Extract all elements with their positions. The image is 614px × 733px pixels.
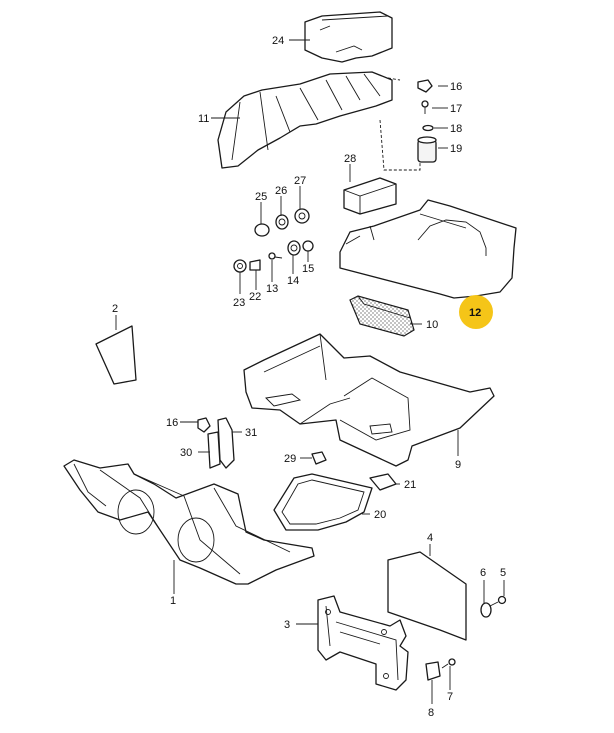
part-29-clip bbox=[311, 451, 327, 465]
part-13-screw bbox=[268, 252, 283, 260]
part-19-rubber-buffer bbox=[417, 136, 437, 163]
part-5-screw bbox=[489, 595, 507, 607]
part-10-perforated-tray bbox=[349, 295, 415, 337]
part-14-plug bbox=[287, 240, 301, 256]
part-17-screw bbox=[421, 100, 429, 114]
callout-7[interactable]: 7 bbox=[447, 691, 453, 703]
part-24-upper-trim-panel bbox=[304, 11, 393, 63]
callout-13[interactable]: 13 bbox=[266, 283, 278, 295]
part-28-cushion bbox=[343, 177, 397, 215]
callout-17[interactable]: 17 bbox=[450, 103, 462, 115]
callout-10[interactable]: 10 bbox=[426, 319, 438, 331]
callout-labels: 24 11 16 17 18 19 28 25 26 27 23 22 13 1… bbox=[112, 35, 506, 719]
part-30-bracket bbox=[207, 431, 221, 469]
callout-15[interactable]: 15 bbox=[302, 263, 314, 275]
callout-6[interactable]: 6 bbox=[480, 567, 486, 579]
part-20-floor-mat bbox=[273, 473, 373, 531]
part-4-panel-board bbox=[387, 551, 467, 641]
part-3-mounting-frame bbox=[317, 595, 409, 691]
callout-29[interactable]: 29 bbox=[284, 453, 296, 465]
part-25-grommet bbox=[254, 223, 270, 237]
highlight-marker bbox=[459, 295, 493, 329]
part-8-clip bbox=[425, 661, 441, 681]
part-21-clip bbox=[369, 473, 397, 491]
callout-11[interactable]: 11 bbox=[198, 113, 209, 125]
part-7-screw bbox=[441, 658, 456, 669]
callout-28[interactable]: 28 bbox=[344, 153, 356, 165]
part-6-grommet bbox=[480, 602, 492, 618]
callout-31[interactable]: 31 bbox=[245, 427, 257, 439]
callout-24[interactable]: 24 bbox=[272, 35, 284, 47]
part-27-plug bbox=[294, 208, 310, 224]
callout-8[interactable]: 8 bbox=[428, 707, 434, 719]
part-16-clip-lower bbox=[197, 417, 211, 433]
part-16-clip-top bbox=[417, 79, 433, 93]
callout-1[interactable]: 1 bbox=[170, 595, 176, 607]
callout-21[interactable]: 21 bbox=[404, 479, 416, 491]
callout-26[interactable]: 26 bbox=[275, 185, 287, 197]
callout-23[interactable]: 23 bbox=[233, 297, 245, 309]
callout-5[interactable]: 5 bbox=[500, 567, 506, 579]
part-9-front-carpet bbox=[243, 333, 495, 467]
callout-22[interactable]: 22 bbox=[249, 291, 261, 303]
part-2-side-trim bbox=[95, 325, 137, 385]
callout-3[interactable]: 3 bbox=[284, 619, 290, 631]
callout-4[interactable]: 4 bbox=[427, 532, 433, 544]
leader-lines bbox=[115, 39, 505, 704]
part-12-luggage-carpet bbox=[339, 199, 517, 299]
callout-2[interactable]: 2 bbox=[112, 303, 118, 315]
part-22-clip bbox=[249, 259, 261, 271]
callout-16-top[interactable]: 16 bbox=[450, 81, 462, 93]
part-26-plug bbox=[275, 214, 289, 230]
callout-25[interactable]: 25 bbox=[255, 191, 267, 203]
callout-20[interactable]: 20 bbox=[374, 509, 386, 521]
part-18-washer bbox=[422, 124, 434, 132]
part-15-washer bbox=[302, 240, 314, 252]
part-23-clip bbox=[233, 259, 247, 273]
callout-12[interactable]: 12 bbox=[469, 307, 481, 319]
part-11-wheel-arch-trim bbox=[217, 71, 393, 169]
callout-27[interactable]: 27 bbox=[294, 175, 306, 187]
callout-30[interactable]: 30 bbox=[180, 447, 192, 459]
part-1-main-floor-carpet bbox=[63, 459, 315, 585]
callout-18[interactable]: 18 bbox=[450, 123, 462, 135]
callout-9[interactable]: 9 bbox=[455, 459, 461, 471]
callout-14[interactable]: 14 bbox=[287, 275, 299, 287]
callout-19[interactable]: 19 bbox=[450, 143, 462, 155]
callout-16-lower[interactable]: 16 bbox=[166, 417, 178, 429]
